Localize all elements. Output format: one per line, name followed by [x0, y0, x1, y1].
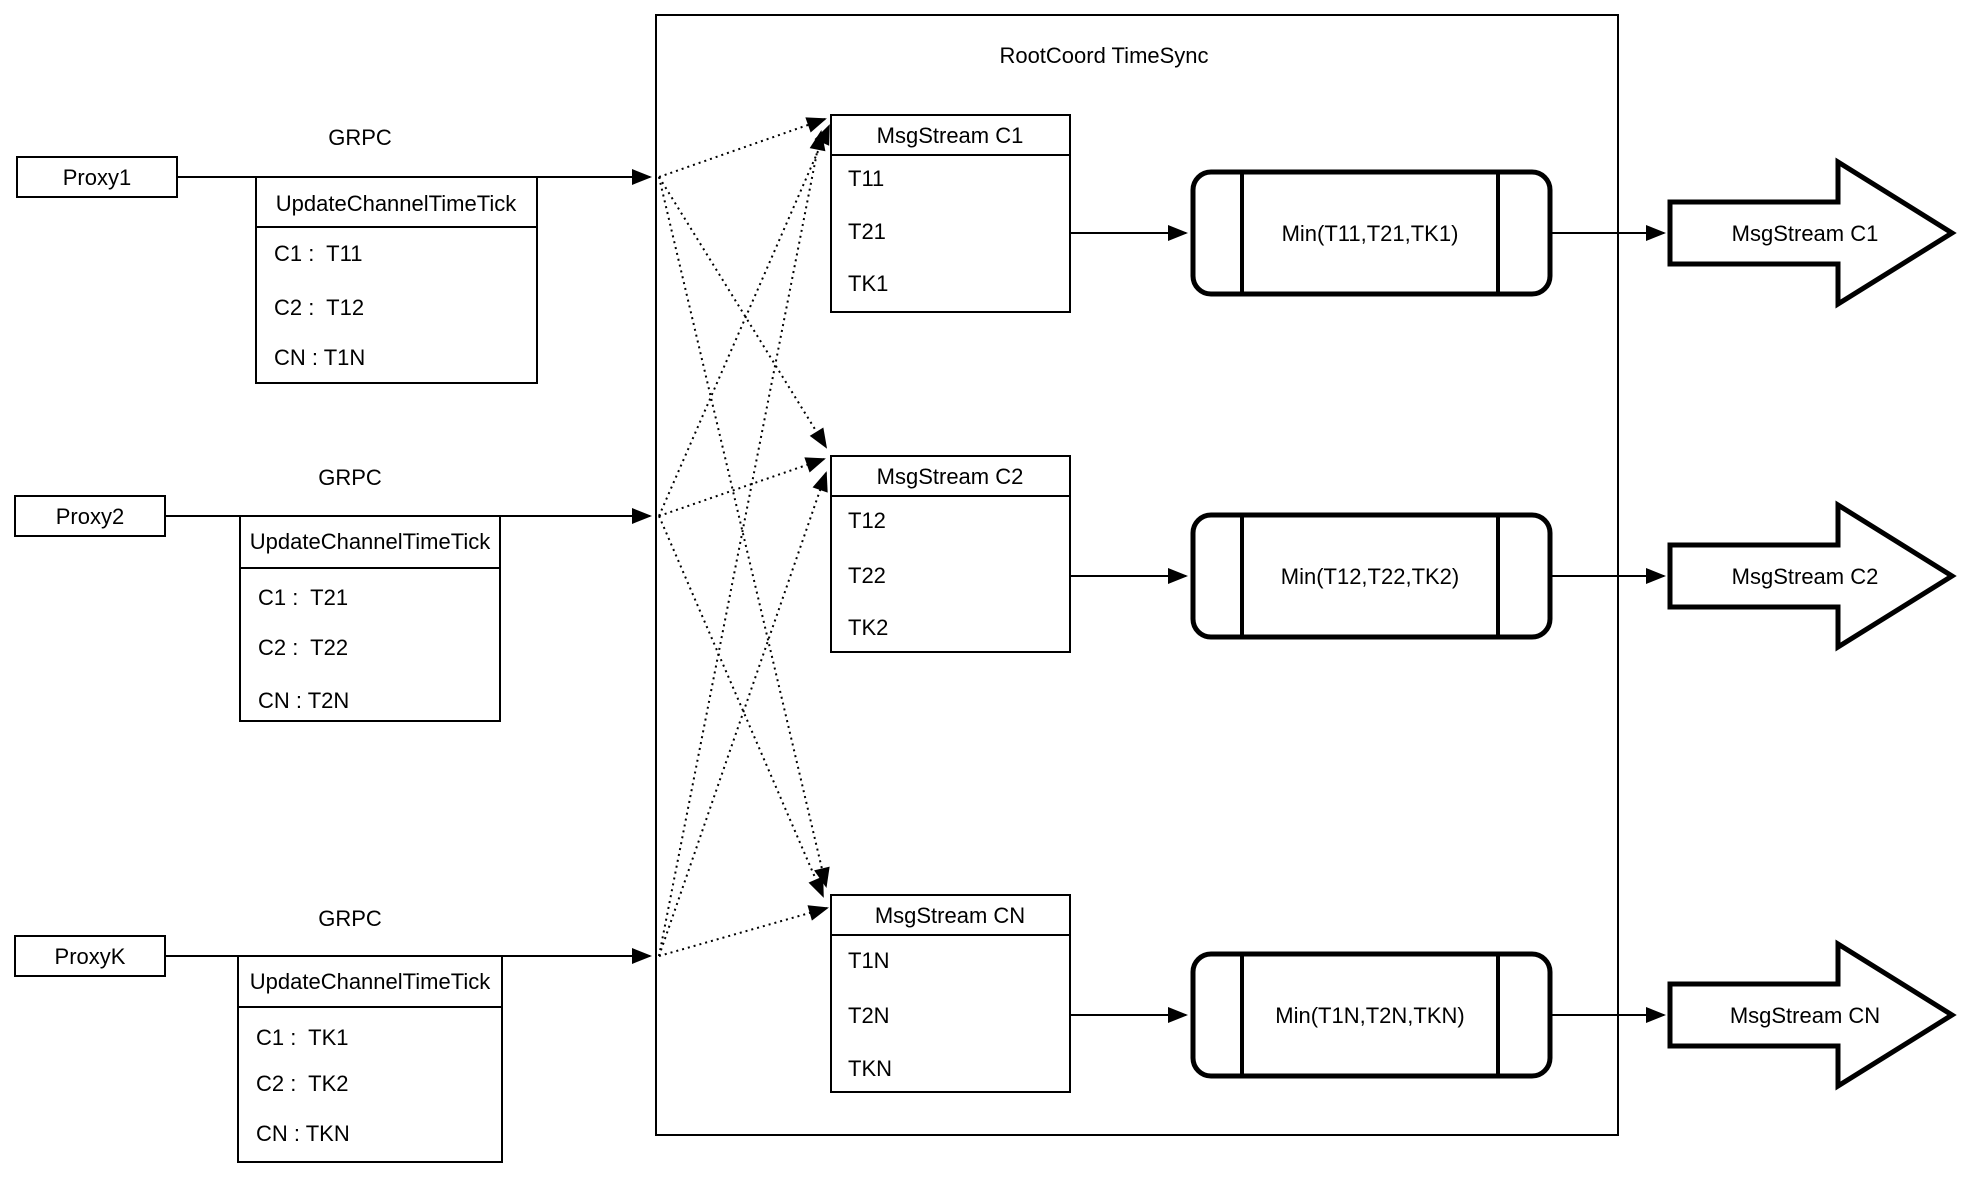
stream2-row: TK2 [848, 615, 888, 640]
proxy2-table-row: C2 : T22 [258, 635, 348, 660]
proxyk-box [14, 935, 166, 977]
stream1-row: T11 [848, 166, 884, 191]
proxyk-timetick-table [237, 955, 503, 1163]
proxy2-grpc-label: GRPC [318, 465, 382, 490]
stream3-out-block-arrow [1667, 939, 1957, 1091]
stream3-row: T2N [848, 1003, 890, 1028]
proxy1-timetick-table [255, 176, 538, 384]
dotted-arrow-proxyk-stream2 [658, 471, 828, 957]
stream1-min-label: Min(T11,T21,TK1) [1282, 221, 1459, 246]
proxyk-grpc-label: GRPC [318, 906, 382, 931]
dotted-arrow-proxy2-stream1 [658, 124, 830, 517]
stream1-row: T21 [848, 219, 886, 244]
stream1-table-header: MsgStream C1 [877, 123, 1024, 148]
proxy1-box [16, 156, 178, 198]
dotted-arrow-proxy1-stream2 [658, 176, 828, 449]
stream2-out-label: MsgStream C2 [1732, 564, 1879, 589]
stream3-out-label: MsgStream CN [1730, 1003, 1880, 1028]
proxy1-table-row: C1 : T11 [274, 241, 362, 266]
dotted-arrow-proxyk-stream1 [658, 130, 826, 957]
stream2-out-block-arrow [1667, 500, 1957, 652]
stream1-row: TK1 [848, 271, 888, 296]
proxy1-grpc-label: GRPC [328, 125, 392, 150]
proxy2-timetick-table [239, 515, 501, 722]
dotted-arrow-proxy1-stream1 [658, 117, 827, 178]
dotted-arrow-proxy2-stream3 [658, 515, 824, 898]
stream3-table [830, 894, 1071, 1093]
proxy2-label: Proxy2 [56, 504, 124, 529]
stream1-out-block-arrow [1667, 157, 1957, 309]
stream1-table [830, 114, 1071, 313]
proxyk-table-row: C2 : TK2 [256, 1071, 349, 1096]
rootcoord-title: RootCoord TimeSync [999, 43, 1208, 68]
stream3-table-header: MsgStream CN [875, 903, 1025, 928]
stream2-table-header: MsgStream C2 [877, 464, 1024, 489]
stream3-row: T1N [848, 948, 890, 973]
stream2-min-label: Min(T12,T22,TK2) [1281, 564, 1460, 589]
proxyk-table-row: CN : TKN [256, 1121, 350, 1146]
stream3-min-label: Min(T1N,T2N,TKN) [1275, 1003, 1464, 1028]
stream2-row: T22 [848, 563, 886, 588]
dotted-arrow-proxy1-stream3 [658, 176, 830, 888]
dotted-arrow-proxy2-stream2 [658, 457, 826, 517]
stream1-out-label: MsgStream C1 [1732, 221, 1879, 246]
proxy1-table-header: UpdateChannelTimeTick [276, 191, 517, 216]
proxyk-table-row: C1 : TK1 [256, 1025, 349, 1050]
proxy2-table-header: UpdateChannelTimeTick [250, 529, 491, 554]
proxyk-table-header: UpdateChannelTimeTick [250, 969, 491, 994]
proxy2-box [14, 495, 166, 537]
proxy2-table-row: CN : T2N [258, 688, 349, 713]
dotted-arrow-proxyk-stream3 [658, 905, 829, 957]
stream3-row: TKN [848, 1056, 892, 1081]
stream2-row: T12 [848, 508, 886, 533]
proxy1-label: Proxy1 [63, 165, 131, 190]
proxy2-table-row: C1 : T21 [258, 585, 348, 610]
stream2-table [830, 455, 1071, 653]
proxy1-table-row: CN : T1N [274, 345, 365, 370]
proxy1-table-row: C2 : T12 [274, 295, 364, 320]
proxyk-label: ProxyK [55, 944, 126, 969]
